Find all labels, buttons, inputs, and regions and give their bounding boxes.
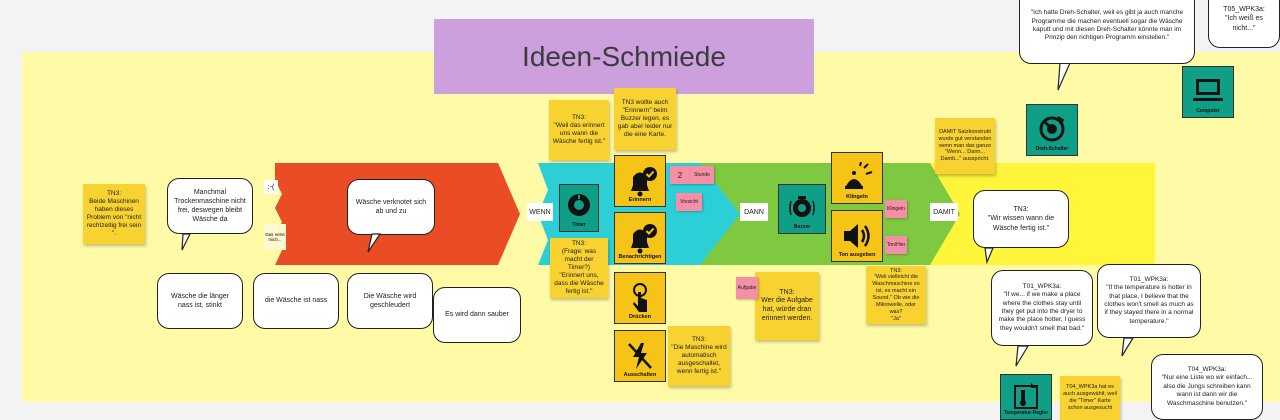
card-buzzer: Buzzer: [778, 184, 826, 234]
card-computer-label: Computer: [1196, 108, 1220, 114]
annoyed-note: Das nervt mich...: [264, 224, 286, 250]
card-ton: Ton ausgeben: [831, 210, 883, 262]
knob-icon: [1039, 116, 1065, 142]
dann-connector: DANN: [740, 203, 768, 221]
thermometer-icon: [1014, 383, 1038, 409]
card-dreh-label: Dreh-Schalter: [1035, 146, 1069, 152]
board-title: Ideen-Schmiede: [522, 40, 726, 72]
card-druecken-label: Drücken: [628, 314, 651, 320]
speaker-icon: [844, 224, 870, 248]
sticky-tn3-sound: TN3: "Weil vielleicht die Waschmaschine …: [866, 266, 926, 324]
card-timer: Timer: [559, 184, 599, 232]
bubble-t05: T05_WPK3a: "Ich weiß es nicht...": [1208, 0, 1280, 48]
timer-icon: [568, 194, 590, 216]
wenn-connector: WENN: [527, 203, 553, 221]
monitor-icon: [1193, 79, 1223, 101]
card-benachrichtigen: Benachrichtigen: [614, 212, 666, 264]
damit-connector: DAMIT: [930, 203, 958, 221]
card-ausschalten: Ausschalten: [614, 330, 666, 382]
card-erinnern: Erinnern: [614, 155, 666, 207]
sticky-damit-note: DAMIT Satzkonstrukt wurde gut verstanden…: [935, 118, 995, 174]
bubble-t01b: T01_WPK3a: "If the temperature is hotter…: [1097, 264, 1201, 338]
frown-note: :-(: [264, 180, 278, 194]
bubble-t04: T04_WPK3a: "Nur eine Liste wo wir einfac…: [1151, 354, 1263, 420]
card-timer-label: Timer: [572, 222, 586, 228]
card-dreh: Dreh-Schalter: [1026, 104, 1078, 156]
sticky-tn3-aufgabe: TN3: Wer die Aufgabe hat, würde dran eri…: [755, 272, 819, 340]
bubble-tn3-fertig: TN3: "Wir wissen wann die Wäsche fertig …: [973, 190, 1069, 248]
bubble-geschleudert: Die Wäsche wird geschleudert: [347, 273, 433, 329]
bubble-t01a: T01_WPK3a: "If we... if we make a place …: [991, 270, 1093, 346]
sticky-t04-note: T04_WPK3a hat es auch ausgewählt, weil d…: [1060, 376, 1120, 420]
damit-label: DAMIT: [933, 208, 955, 216]
bubble-manchmal: Manchmal Trockenmaschine nicht frei, des…: [167, 178, 253, 234]
bubble-nass-stinkt: Wäsche die länger nass ist, stinkt: [157, 273, 243, 329]
card-erinnern-label: Erinnern: [628, 197, 652, 203]
bubble-sauber: Es wird dann sauber: [433, 287, 521, 343]
pink-aufgabe: Aufgabe: [736, 277, 758, 299]
pink-ton: Ton/Hier: [885, 236, 907, 254]
bubble-verknotet: Wäsche verknotet sich ab und zu: [347, 179, 435, 235]
pink-stunde: Stunde: [690, 166, 714, 184]
pink-klingeln: Klingeln: [885, 200, 907, 218]
card-temp: Temperatur-Regler: [1000, 374, 1052, 420]
wenn-label: WENN: [529, 208, 551, 216]
pink-number: 2: [670, 166, 690, 184]
bubble-dreh: "Ich hatte Dreh-Schalter, weil es gibt j…: [1019, 0, 1195, 64]
buzzer-icon: [789, 196, 815, 217]
sticky-tn3-maschine: TN3: "Die Maschine wird automatisch ausg…: [668, 326, 730, 386]
bell-check-icon: [631, 224, 657, 254]
pink-vorsicht: Vorsicht: [676, 193, 702, 211]
card-ton-label: Ton ausgeben: [838, 252, 876, 258]
press-icon: [633, 283, 647, 312]
sticky-tn3-erinnern: TN3 wollte auch "Erinnern" beim Buzzer l…: [614, 88, 676, 150]
card-klingeln: Klingeln: [831, 152, 883, 204]
card-klingeln-label: Klingeln: [846, 194, 868, 200]
sticky-tn3-frage: TN3: (Frage: was macht der Timer?) "Erin…: [550, 238, 608, 298]
power-off-icon: [628, 343, 652, 369]
card-computer: Computer: [1182, 66, 1234, 118]
card-buzzer-label: Buzzer: [793, 224, 811, 230]
card-druecken: Drücken: [614, 272, 666, 324]
card-temp-label: Temperatur-Regler: [1003, 410, 1049, 416]
card-ausschalten-label: Ausschalten: [623, 372, 657, 378]
card-benachrichtigen-label: Benachrichtigen: [618, 254, 662, 260]
sticky-tn3-beide: TN3: Beide Maschinen haben dieses Proble…: [83, 184, 145, 244]
bubble-nass: die Wäsche ist nass: [253, 273, 339, 329]
ringing-bell-icon: [845, 162, 873, 189]
dann-label: DANN: [744, 208, 764, 216]
bell-check-icon: [631, 167, 657, 197]
title-box: Ideen-Schmiede: [434, 19, 814, 94]
sticky-tn3-weil: TN3: "Weil das erinnert uns wann die Wäs…: [549, 100, 609, 160]
